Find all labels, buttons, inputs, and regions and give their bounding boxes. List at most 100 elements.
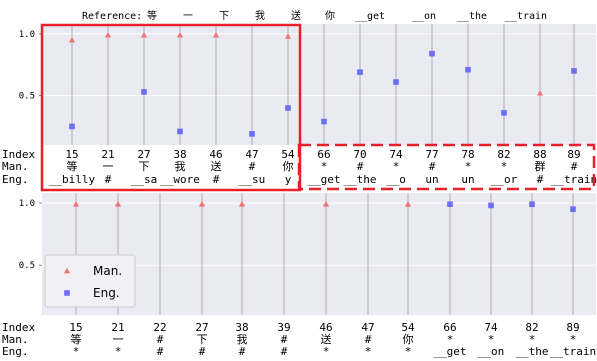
index-label: 38: [173, 148, 186, 161]
eng-token: #: [537, 173, 544, 186]
reference-label: Reference:: [82, 11, 142, 22]
index-label: 89: [567, 148, 580, 161]
index-label: 70: [353, 148, 366, 161]
row-label: Index: [2, 148, 35, 161]
index-label: 66: [317, 148, 330, 161]
index-label: 47: [361, 321, 374, 334]
series-point: [393, 79, 399, 85]
index-label: 89: [566, 321, 579, 334]
index-label: 22: [153, 321, 166, 334]
eng-token: *: [405, 345, 412, 358]
reference-token: __the: [457, 11, 487, 22]
series-point: [501, 110, 507, 116]
index-label: 15: [65, 148, 78, 161]
reference-token: __train: [505, 11, 547, 22]
top-chart: 0.51.0IndexMan.Eng.15等__billy21一#27下__sa…: [2, 23, 597, 192]
man-token: #: [429, 160, 436, 173]
eng-token: __o: [386, 173, 406, 186]
series-point: [141, 89, 147, 95]
series-point: [73, 201, 79, 207]
man-token: *: [570, 333, 577, 346]
man-token: #: [249, 160, 256, 173]
index-label: 54: [401, 321, 415, 334]
eng-token: __the: [515, 345, 548, 358]
row-label: Man.: [2, 333, 29, 346]
eng-token: *: [115, 345, 122, 358]
man-token: 你: [283, 160, 294, 173]
index-label: 27: [137, 148, 150, 161]
eng-token: #: [105, 173, 112, 186]
legend-marker-eng: [64, 290, 70, 296]
series-point: [69, 123, 75, 130]
index-label: 78: [461, 148, 474, 161]
eng-token: #: [213, 173, 220, 186]
highlight-box-solid: [40, 23, 302, 192]
index-label: 66: [443, 321, 456, 334]
series-point: [488, 202, 494, 209]
man-token: 送: [321, 332, 332, 346]
eng-token: __su: [239, 173, 266, 186]
index-label: 46: [209, 148, 222, 161]
reference-token: 你: [325, 9, 335, 22]
eng-token: *: [323, 345, 330, 358]
man-token: 一: [103, 160, 114, 173]
index-label: 74: [484, 321, 498, 334]
series-point: [69, 36, 75, 43]
man-token: #: [281, 333, 288, 346]
eng-token: #: [281, 345, 288, 358]
man-token: *: [488, 333, 495, 346]
reference-token: __on: [412, 11, 436, 22]
index-label: 74: [389, 148, 403, 161]
series-point: [405, 201, 411, 207]
plot-area: [42, 24, 596, 145]
legend-marker-man: [64, 267, 70, 274]
eng-token: __get: [307, 173, 340, 186]
reference-token: 送: [291, 9, 301, 22]
eng-token: *: [365, 345, 372, 358]
man-token: *: [393, 160, 400, 173]
index-label: 38: [235, 321, 248, 334]
reference-token: 一: [183, 11, 193, 22]
man-token: 下: [197, 333, 208, 346]
eng-token: #: [199, 345, 206, 358]
man-token: 等: [67, 159, 78, 173]
series-point: [570, 206, 576, 212]
index-label: 39: [277, 321, 290, 334]
man-token: *: [447, 333, 454, 346]
man-token: 下: [139, 160, 150, 173]
series-point: [571, 68, 577, 74]
series-point: [285, 33, 291, 39]
man-token: #: [157, 333, 164, 346]
highlight-box-dashed: [297, 143, 596, 191]
series-point: [177, 31, 183, 38]
eng-token: __the: [343, 173, 376, 186]
row-label: Man.: [2, 160, 29, 173]
man-token: *: [321, 160, 328, 173]
row-label: Eng.: [2, 345, 29, 358]
index-label: 15: [69, 321, 82, 334]
man-token: 我: [237, 333, 248, 346]
series-point: [465, 66, 471, 73]
man-token: 群: [535, 159, 546, 173]
index-label: 77: [425, 148, 438, 161]
eng-token: __train: [551, 173, 597, 186]
series-point: [105, 31, 111, 38]
y-tick-label: 0.5: [19, 261, 35, 271]
series-point: [213, 31, 219, 38]
row-label: Eng.: [2, 173, 29, 186]
eng-token: __get: [433, 345, 466, 358]
index-label: 82: [497, 148, 510, 161]
series-point: [177, 128, 183, 135]
index-label: 21: [101, 148, 114, 161]
series-point: [285, 105, 291, 111]
eng-token: __or: [491, 173, 518, 186]
eng-token: un: [425, 173, 438, 186]
series-point: [537, 89, 543, 96]
legend-box: [44, 254, 136, 308]
bottom-chart: 0.51.0IndexMan.Eng.15等*21一*22##27下#38我#3…: [2, 193, 596, 358]
index-label: 21: [111, 321, 124, 334]
series-point: [357, 69, 363, 75]
series-point: [115, 201, 121, 207]
man-token: 一: [113, 333, 124, 346]
man-token: 送: [211, 159, 222, 173]
